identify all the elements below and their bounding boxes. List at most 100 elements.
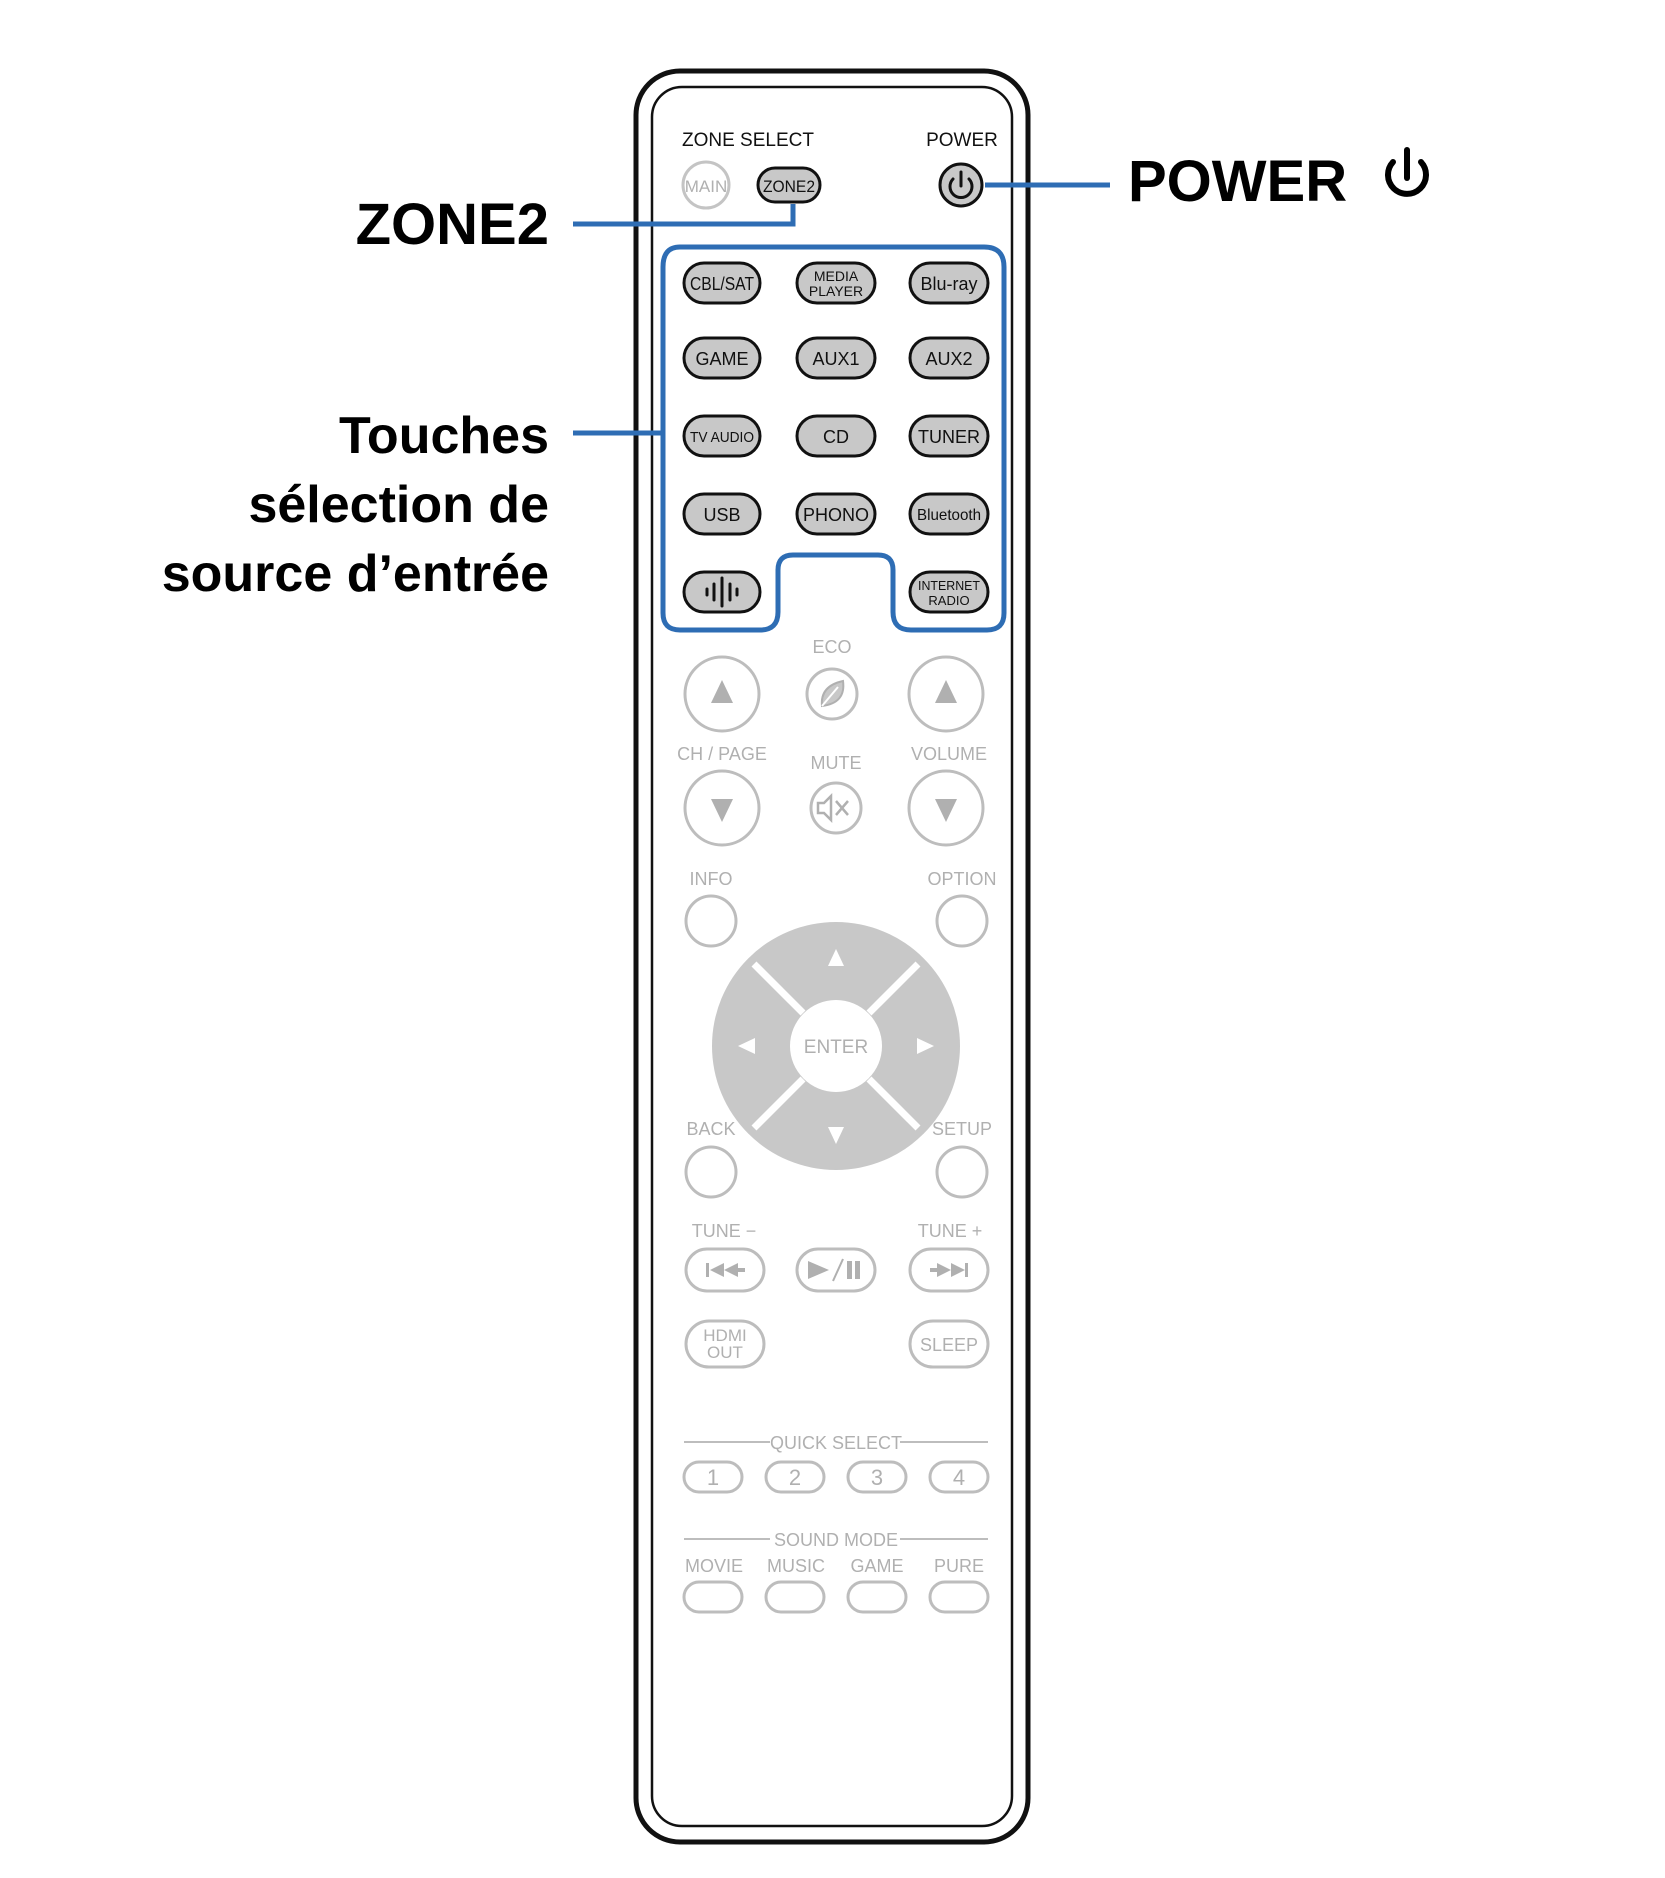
game-mode-button[interactable] bbox=[846, 1580, 908, 1614]
option-label: OPTION bbox=[927, 869, 996, 889]
heos-button[interactable] bbox=[682, 570, 762, 614]
sleep-button[interactable]: SLEEP bbox=[908, 1319, 990, 1369]
quick-select-1-label: 1 bbox=[707, 1465, 719, 1490]
quick-select-1-button[interactable]: 1 bbox=[682, 1460, 744, 1494]
quick-select-4-label: 4 bbox=[953, 1465, 965, 1490]
tune-plus-label: TUNE + bbox=[918, 1221, 983, 1241]
eco-label: ECO bbox=[812, 637, 851, 657]
power-button[interactable] bbox=[938, 162, 984, 208]
setup-button[interactable] bbox=[935, 1145, 989, 1199]
tv-audio-button[interactable]: TV AUDIO bbox=[682, 414, 762, 458]
triangle-down-icon bbox=[711, 799, 733, 822]
phono-label: PHONO bbox=[803, 505, 869, 525]
arrow-right-icon[interactable] bbox=[917, 1038, 934, 1054]
power-label: POWER bbox=[926, 130, 998, 151]
quick-select-3-label: 3 bbox=[871, 1465, 883, 1490]
internet-radio-button[interactable]: INTERNET RADIO bbox=[908, 570, 990, 614]
sound-mode-label: SOUND MODE bbox=[774, 1530, 898, 1550]
heos-icon bbox=[705, 576, 739, 608]
back-label: BACK bbox=[686, 1119, 735, 1139]
setup-label: SETUP bbox=[932, 1119, 992, 1139]
sound-mode-game-label: GAME bbox=[850, 1556, 903, 1576]
hdmi-out-button[interactable]: HDMI OUT bbox=[684, 1319, 766, 1369]
game-button[interactable]: GAME bbox=[682, 336, 762, 380]
play-pause-button[interactable] bbox=[795, 1247, 877, 1293]
volume-label: VOLUME bbox=[911, 744, 987, 764]
usb-label: USB bbox=[703, 505, 740, 525]
hdmi-out-label-2: OUT bbox=[707, 1343, 743, 1362]
cd-button[interactable]: CD bbox=[795, 414, 877, 458]
tune-minus-label: TUNE − bbox=[692, 1221, 757, 1241]
tuner-button[interactable]: TUNER bbox=[908, 414, 990, 458]
skip-forward-icon bbox=[930, 1263, 968, 1277]
leaf-icon bbox=[820, 679, 845, 708]
main-button[interactable]: MAIN bbox=[681, 160, 731, 210]
zone2-button-label: ZONE2 bbox=[763, 177, 815, 196]
mute-button[interactable] bbox=[809, 781, 863, 835]
media-player-label-2: PLAYER bbox=[809, 283, 863, 299]
back-button[interactable] bbox=[684, 1145, 738, 1199]
pure-button[interactable] bbox=[928, 1580, 990, 1614]
cbl-sat-button[interactable]: CBL/SAT bbox=[682, 261, 762, 305]
arrow-left-icon[interactable] bbox=[738, 1038, 755, 1054]
quick-select-3-button[interactable]: 3 bbox=[846, 1460, 908, 1494]
ch-down-button[interactable] bbox=[683, 769, 761, 847]
tuner-label: TUNER bbox=[918, 427, 980, 447]
hdmi-out-label-1: HDMI bbox=[703, 1326, 746, 1345]
arrow-down-icon[interactable] bbox=[828, 1127, 844, 1144]
previous-button[interactable] bbox=[684, 1247, 766, 1293]
eco-button[interactable] bbox=[805, 667, 859, 721]
ch-up-button[interactable] bbox=[683, 655, 761, 733]
cbl-sat-label: CBL/SAT bbox=[690, 274, 754, 294]
info-label: INFO bbox=[690, 869, 733, 889]
option-button[interactable] bbox=[935, 894, 989, 948]
triangle-up-icon bbox=[935, 680, 957, 703]
inputs-callout-line3: source d’entrée bbox=[162, 545, 549, 603]
usb-button[interactable]: USB bbox=[682, 492, 762, 536]
info-button[interactable] bbox=[684, 894, 738, 948]
bluetooth-button[interactable]: Bluetooth bbox=[908, 492, 990, 536]
bluray-label: Blu-ray bbox=[920, 274, 977, 294]
input-keys-highlight bbox=[660, 244, 1007, 633]
triangle-down-icon bbox=[935, 799, 957, 822]
aux1-button[interactable]: AUX1 bbox=[795, 336, 877, 380]
inputs-callout-line1: Touches bbox=[339, 407, 549, 465]
next-button[interactable] bbox=[908, 1247, 990, 1293]
triangle-up-icon bbox=[711, 680, 733, 703]
quick-select-label: QUICK SELECT bbox=[770, 1433, 902, 1453]
arrow-up-icon[interactable] bbox=[828, 949, 844, 966]
quick-select-2-button[interactable]: 2 bbox=[764, 1460, 826, 1494]
zone2-callout-line bbox=[573, 204, 796, 227]
volume-down-button[interactable] bbox=[907, 769, 985, 847]
bluray-button[interactable]: Blu-ray bbox=[908, 261, 990, 305]
game-label: GAME bbox=[695, 349, 748, 369]
music-button[interactable] bbox=[764, 1580, 826, 1614]
aux2-button[interactable]: AUX2 bbox=[908, 336, 990, 380]
mute-label: MUTE bbox=[811, 753, 862, 773]
quick-select-2-label: 2 bbox=[789, 1465, 801, 1490]
power-callout-label: POWER bbox=[1128, 149, 1347, 214]
sleep-label: SLEEP bbox=[920, 1335, 978, 1355]
aux1-label: AUX1 bbox=[812, 349, 859, 369]
movie-button[interactable] bbox=[682, 1580, 744, 1614]
sound-mode-music-label: MUSIC bbox=[767, 1556, 825, 1576]
volume-up-button[interactable] bbox=[907, 655, 985, 733]
internet-radio-label-2: RADIO bbox=[928, 593, 969, 608]
main-button-label: MAIN bbox=[685, 177, 728, 196]
play-pause-icon bbox=[808, 1258, 860, 1282]
phono-button[interactable]: PHONO bbox=[795, 492, 877, 536]
tv-audio-label: TV AUDIO bbox=[690, 429, 754, 446]
dpad[interactable]: ENTER bbox=[712, 922, 960, 1170]
ch-page-label: CH / PAGE bbox=[677, 744, 767, 764]
media-player-button[interactable]: MEDIA PLAYER bbox=[795, 261, 877, 305]
enter-button[interactable] bbox=[790, 1000, 882, 1092]
quick-select-4-button[interactable]: 4 bbox=[928, 1460, 990, 1494]
bluetooth-label: Bluetooth bbox=[917, 507, 981, 524]
zone-select-label: ZONE SELECT bbox=[682, 130, 814, 151]
aux2-label: AUX2 bbox=[925, 349, 972, 369]
zone2-button[interactable]: ZONE2 bbox=[756, 166, 822, 204]
zone2-callout-label: ZONE2 bbox=[356, 192, 549, 257]
media-player-label-1: MEDIA bbox=[814, 268, 859, 284]
power-button-icon bbox=[948, 170, 974, 199]
